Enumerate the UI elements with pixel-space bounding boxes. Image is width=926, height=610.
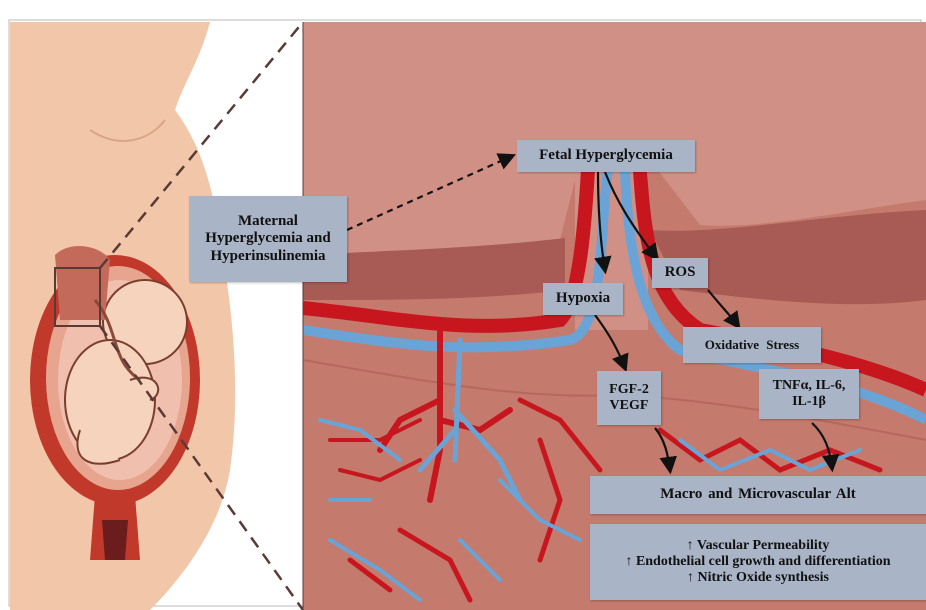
tnf-il6-text: TNFα, IL-6,	[773, 378, 846, 394]
fetal-hyperglycemia-label: Fetal Hyperglycemia	[517, 140, 695, 172]
oxidative-stress-label: Oxidative Stress	[683, 327, 821, 363]
mother-illustration	[10, 22, 235, 610]
fgf-2-text: FGF-2	[609, 382, 649, 398]
vegf-text: VEGF	[610, 398, 649, 414]
maternal-hyperglycemia-label: Maternal Hyperglycemia and Hyperinsuline…	[189, 196, 347, 282]
tissue-panel	[303, 22, 926, 610]
hypoxia-label: Hypoxia	[543, 283, 623, 315]
vascular-effects-box: ↑ Vascular Permeability ↑ Endothelial ce…	[590, 524, 926, 600]
fgf-vegf-label: FGF-2 VEGF	[597, 371, 661, 425]
effect-endothelial-growth: ↑ Endothelial cell growth and differenti…	[625, 554, 890, 570]
effect-nitric-oxide: ↑ Nitric Oxide synthesis	[687, 570, 829, 586]
macro-microvascular-label: Macro and Microvascular Alt	[590, 476, 926, 514]
effect-vascular-permeability: ↑ Vascular Permeability	[687, 538, 830, 554]
il1b-text: IL-1β	[792, 394, 826, 410]
cytokines-label: TNFα, IL-6, IL-1β	[759, 369, 859, 419]
ros-label: ROS	[652, 258, 708, 288]
